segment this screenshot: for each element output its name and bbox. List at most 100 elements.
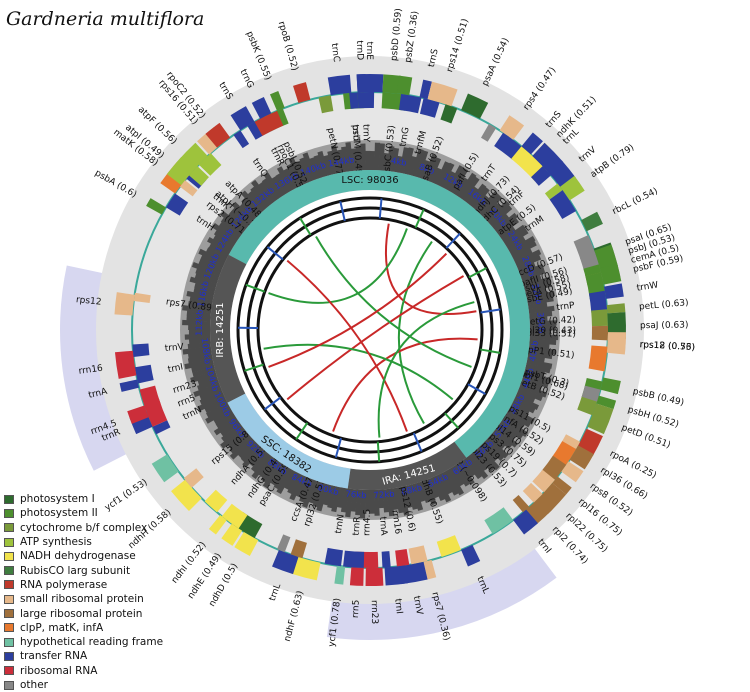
legend-swatch: [4, 652, 14, 661]
gene-label: rbcL (0.54): [611, 186, 660, 217]
gene-label: rrn4.5: [362, 509, 372, 536]
legend-item: photosystem I: [4, 492, 163, 506]
gene-label: rrn5: [351, 599, 362, 618]
legend-label: cytochrome b/f complex: [20, 522, 147, 534]
irb-label: IRB: 14251: [215, 302, 226, 357]
legend-label: small ribosomal protein: [20, 593, 144, 605]
gene-label: psbD (0.59): [390, 8, 405, 62]
legend-label: hypothetical reading frame: [20, 636, 163, 648]
gene-block: [325, 548, 343, 566]
legend-item: ATP synthesis: [4, 535, 163, 549]
legend: photosystem I photosystem II cytochrome b/…: [4, 492, 163, 692]
gene-label: rps4 (0.47): [522, 66, 559, 113]
legend-label: large ribosomal protein: [20, 608, 142, 620]
legend-swatch: [4, 623, 14, 632]
legend-label: RubisCO larg subunit: [20, 565, 130, 577]
gene-label: petL (0.63): [639, 298, 689, 312]
legend-item: RNA polymerase: [4, 578, 163, 592]
legend-swatch: [4, 595, 14, 604]
gene-block: [328, 75, 352, 95]
gene-block: [357, 74, 384, 92]
legend-label: NADH dehydrogenase: [20, 550, 136, 562]
kb-tick-label: 112kb: [195, 309, 206, 336]
gene-label: ndhF (0.63): [283, 590, 306, 643]
legend-item: hypothetical reading frame: [4, 635, 163, 649]
repeat-tick: [378, 442, 379, 462]
gene-block: [132, 344, 149, 357]
gene-label: rps14 (0.51): [445, 18, 471, 74]
gene-block: [115, 351, 136, 379]
legend-swatch: [4, 552, 14, 561]
legend-label: other: [20, 679, 48, 691]
legend-swatch: [4, 609, 14, 618]
legend-item: cytochrome b/f complex: [4, 521, 163, 535]
legend-label: clpP, matK, infA: [20, 622, 103, 634]
lsc-label: LSC: 98036: [341, 175, 398, 186]
gene-label: rpl20 (0.43): [523, 326, 576, 336]
gene-label: rps12 (0.53): [639, 340, 695, 353]
gene-label: trnI: [392, 598, 404, 614]
legend-label: RNA polymerase: [20, 579, 107, 591]
gene-block: [114, 292, 134, 315]
repeat-ring: [230, 190, 510, 470]
legend-swatch: [4, 566, 14, 575]
legend-item: large ribosomal protein: [4, 606, 163, 620]
legend-label: transfer RNA: [20, 650, 87, 662]
gene-block: [591, 309, 608, 326]
legend-item: photosystem II: [4, 506, 163, 520]
legend-label: ATP synthesis: [20, 536, 92, 548]
legend-label: photosystem I: [20, 493, 95, 505]
gene-block: [366, 568, 384, 586]
gene-block: [385, 565, 408, 585]
legend-item: clpP, matK, infA: [4, 621, 163, 635]
gene-block: [349, 92, 358, 109]
gene-label: rpoB (0.52): [276, 20, 300, 72]
gene-block: [589, 345, 608, 371]
gene-block: [592, 326, 608, 334]
legend-item: NADH dehydrogenase: [4, 549, 163, 563]
gene-label: trnD: [354, 40, 365, 60]
gene-label: psbZ (0.36): [404, 10, 421, 63]
legend-label: photosystem II: [20, 507, 98, 519]
kb-tick-label: 72kb: [373, 490, 395, 502]
repeat-ring-background: [230, 190, 510, 470]
legend-swatch: [4, 681, 14, 690]
gene-label: trnT: [350, 124, 361, 143]
gene-block: [607, 334, 626, 352]
gene-label: petD (0.51): [620, 423, 672, 451]
legend-item: ribosomal RNA: [4, 664, 163, 678]
gene-label: trnV: [577, 145, 599, 165]
gene-block: [382, 551, 391, 568]
legend-item: transfer RNA: [4, 649, 163, 663]
legend-swatch: [4, 495, 14, 504]
gene-label: trnA: [377, 516, 388, 536]
gene-label: psaA (0.54): [480, 36, 511, 87]
legend-swatch: [4, 580, 14, 589]
legend-label: ribosomal RNA: [20, 665, 97, 677]
gene-label: trnV: [164, 342, 185, 354]
gene-label: trnL: [268, 582, 283, 602]
kb-tick-label: 76kb: [345, 490, 367, 502]
legend-item: RubisCO larg subunit: [4, 563, 163, 577]
gene-block: [589, 291, 607, 313]
gene-label: trnR: [352, 516, 363, 536]
gene-label: psbA (0.6): [93, 168, 138, 200]
gene-label: trnW: [636, 280, 659, 293]
gene-block: [350, 567, 364, 586]
legend-swatch: [4, 538, 14, 547]
gc-bar: [365, 151, 370, 170]
gene-label: atpB (0.79): [589, 143, 636, 180]
legend-item: small ribosomal protein: [4, 592, 163, 606]
legend-swatch: [4, 509, 14, 518]
gene-label: trnG: [238, 68, 256, 90]
gene-label: psbB (0.49): [632, 387, 685, 408]
gene-label: psaJ (0.63): [640, 320, 689, 331]
gene-label: trnE: [364, 42, 374, 61]
legend-swatch: [4, 523, 14, 532]
legend-swatch: [4, 666, 14, 675]
gene-block: [343, 551, 364, 568]
gc-bar: [370, 151, 375, 170]
gene-block: [358, 92, 375, 108]
gene-label: trnY: [360, 124, 370, 143]
gene-label: rrn23: [369, 600, 379, 624]
